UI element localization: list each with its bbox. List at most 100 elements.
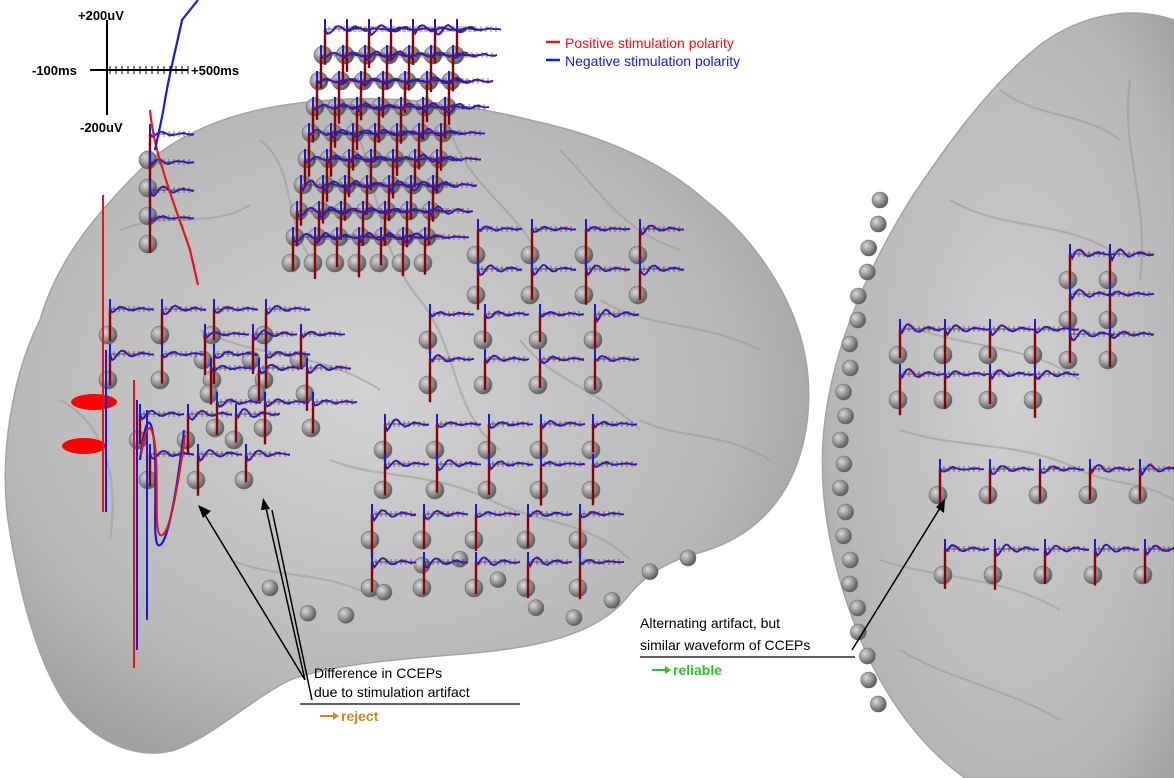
ccep-trace [1043,539,1090,584]
electrode-ball [325,253,345,273]
electrode-ball [347,253,367,273]
ccep-trace [943,539,990,589]
ccep-trace [305,358,352,411]
electrode-ball [679,549,697,567]
ccep-trace [530,219,577,273]
electrode-ball [1023,345,1043,365]
electrode-ball [871,191,889,209]
ccep-trace [186,404,233,455]
electrode-ball [473,375,493,395]
electrode-ball [464,530,484,550]
ccep-trace [943,364,990,410]
pointer-arrowhead-2 [261,498,270,510]
electrode-ball [583,330,603,350]
ccep-trace [422,504,469,550]
ccep-trace [538,304,585,343]
electrode-ball [837,503,854,521]
electrode-ball [299,604,317,622]
electrode-ball [138,234,158,254]
electrode-ball [1098,310,1118,330]
electrode-ball [412,530,432,550]
ccep-trace [638,219,685,264]
electrode-ball [1023,390,1043,410]
electrode-ball [849,311,867,329]
electrode-ball [418,330,438,350]
ccep-trace [1138,459,1174,501]
stimulation-site-2 [62,438,106,454]
ccep-trace [244,444,291,483]
electrode-ball [933,390,953,410]
ccep-trace [212,299,259,341]
ccep-trace [474,504,521,551]
electrode-ball [628,285,648,305]
legend-label-negative: Negative stimulation polarity [565,53,740,69]
ccep-trace [370,504,417,558]
electrode-ball [568,530,588,550]
pointer-arrow-2 [265,507,306,681]
ccep-trace [578,552,625,600]
scale-bar-minus-uv: -200uV [80,120,123,135]
electrode-ball [1058,310,1078,330]
electrode-ball [841,335,859,353]
verdict-reject-label: reject [341,708,379,724]
electrode-ball [451,550,469,568]
ccep-trace [160,344,207,384]
ccep-trace [1143,539,1174,584]
scale-bar: +200uV -200uV -100ms +500ms [32,8,239,135]
electrode-ball [628,245,648,265]
electrode-ball [425,480,445,500]
ccep-trace [264,344,311,389]
electrode-ball [859,647,876,665]
electrode-ball [234,470,254,490]
electrode-ball [337,606,355,624]
ccep-trace [487,454,534,495]
ccep-trace [422,552,469,595]
legend: Positive stimulation polarity Negative s… [546,35,740,69]
electrode-ball [835,455,853,473]
annotation-reject: Difference in CCEPs due to stimulation a… [198,498,520,724]
ccep-trace [483,349,530,390]
electrode-ball [412,578,432,598]
ccep-trace [203,324,250,375]
electrode-ball [529,440,549,460]
ccep-trace [447,71,494,125]
annotation-reject-line2: due to stimulation artifact [314,684,470,700]
electrode-ball [391,253,411,273]
electrode-ball [528,330,548,350]
annotation-reliable-line2: similar waveform of CCEPs [640,637,810,653]
electrode-ball [98,325,118,345]
electrode-ball [603,592,621,609]
annotation-reliable: Alternating artifact, but similar wavefo… [640,499,945,678]
electrode-ball [466,285,486,305]
ccep-trace [526,552,573,599]
scale-bar-minus-ms: -100ms [32,63,77,78]
electrode-ball [425,440,445,460]
ccep-trace [251,324,298,374]
ccep-trace [1038,459,1085,502]
ccep-trace [476,259,523,310]
ccep-trace [943,319,990,364]
legend-label-positive: Positive stimulation polarity [565,35,734,51]
ccep-trace [988,364,1035,404]
electrode-ball [1078,485,1098,505]
electrode-ball [138,178,158,198]
ccep-trace [257,358,304,401]
electrode-ball [418,375,438,395]
electrode-ball [842,359,859,377]
electrode-ball [832,479,849,497]
electrode-ball [641,563,659,580]
electrode-ball [860,671,878,689]
electrode-ball [199,384,219,404]
ccep-trace [993,539,1040,590]
artifact-trace-negative-upper [153,0,199,151]
scale-bar-ticks [109,66,189,74]
ccep-trace [311,392,358,434]
electrode-ball [464,578,484,598]
electrode-ball [303,253,323,273]
ccep-trace [593,304,640,349]
ccep-trace [591,414,638,453]
electrode-ball [413,556,431,574]
scale-bar-plus-ms: +500ms [191,63,239,78]
electrode-ball [870,215,887,233]
stimulation-site-1 [71,394,117,410]
